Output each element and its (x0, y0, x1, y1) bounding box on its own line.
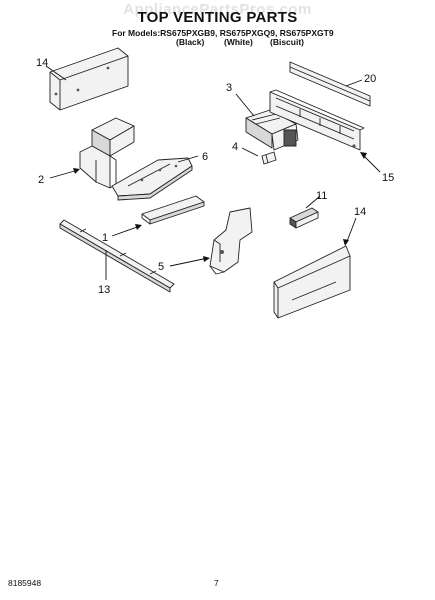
watermark-text: AppliancePartsPros.com (123, 1, 312, 18)
callout-15: 15 (382, 172, 394, 184)
callout-20: 20 (364, 73, 376, 85)
part-14-panel (273, 245, 351, 319)
callout-1: 1 (102, 232, 108, 244)
part-5-bracket (209, 207, 253, 275)
arrowhead-14b (343, 239, 349, 246)
leader-3 (235, 93, 255, 117)
part-15-bracket (269, 89, 365, 151)
part-13-track (59, 219, 175, 293)
color-label-white: (White) (224, 37, 253, 47)
part-20-rail (289, 61, 371, 107)
callout-2: 2 (38, 174, 44, 186)
callout-6: 6 (202, 151, 208, 163)
part-1-plate (141, 195, 205, 225)
leader-5 (169, 257, 209, 267)
callout-5: 5 (158, 261, 164, 273)
leader-14b (345, 217, 357, 245)
leader-4 (241, 147, 259, 157)
arrowhead-15 (360, 152, 367, 159)
part-6-vent-tray (111, 157, 193, 201)
leader-6 (177, 155, 199, 163)
callout-13: 13 (98, 284, 110, 296)
leader-1 (111, 225, 141, 237)
callout-14b: 14 (354, 206, 366, 218)
color-label-biscuit: (Biscuit) (270, 37, 304, 47)
models-line: For Models:RS675PXGB9, RS675PXGQ9, RS675… (112, 28, 334, 38)
leader-20 (345, 79, 363, 87)
leader-14a (45, 65, 67, 81)
arrowhead-2 (73, 168, 80, 174)
part-3-fan-assembly (245, 109, 299, 151)
color-label-black: (Black) (176, 37, 205, 47)
arrowhead-5 (203, 256, 210, 262)
part-2-vent-duct (79, 117, 135, 189)
document-number: 8185948 (8, 578, 42, 588)
part-11-block (289, 207, 319, 229)
callout-11: 11 (316, 190, 327, 202)
callout-14a: 14 (36, 57, 48, 69)
arrowhead-1 (135, 224, 142, 230)
part-4-connector (261, 151, 277, 165)
leader-2 (49, 169, 79, 179)
page-number: 7 (214, 578, 219, 588)
callout-4: 4 (232, 141, 238, 153)
callout-3: 3 (226, 82, 232, 94)
leader-11 (305, 195, 321, 209)
page-title: TOP VENTING PARTS (137, 9, 298, 26)
part-14-bracket-top (49, 47, 129, 111)
